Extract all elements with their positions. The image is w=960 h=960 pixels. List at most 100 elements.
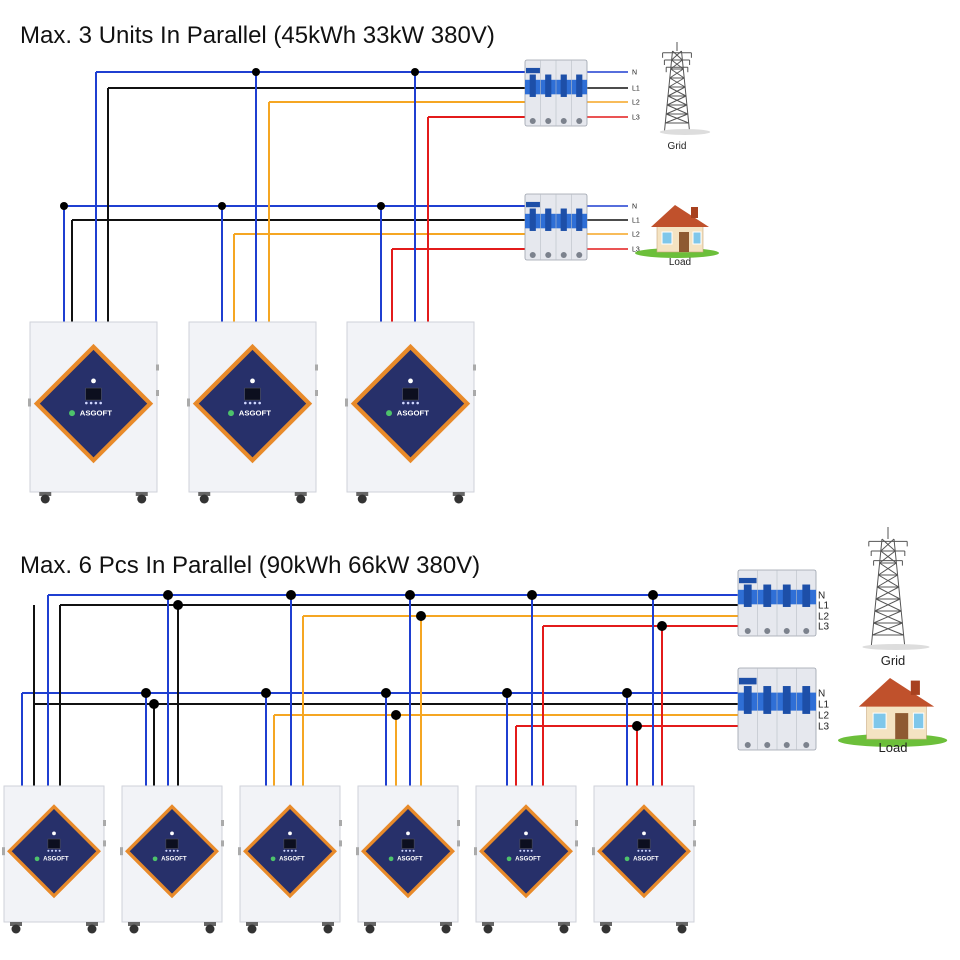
unit-brand-logo: ASGOFT [43,856,69,863]
unit-button [405,849,408,852]
breaker-terminal [529,118,536,124]
unit-display [283,838,297,849]
unit-button [526,849,529,852]
load-line-label: L2 [632,231,640,238]
unit-brand-leaf-icon [69,410,75,417]
junction-dot [286,590,296,600]
breaker-terminal [764,628,771,634]
unit-wheel [40,494,50,504]
tower-brace [876,574,898,588]
unit-button [294,849,297,852]
tower-brace [875,598,902,612]
breaker-logo [526,67,540,74]
unit-port [575,840,578,847]
unit-port [693,840,696,847]
unit-panel [198,349,307,458]
breaker-logo [526,201,540,208]
unit-button [89,401,93,405]
unit-button [253,401,257,405]
grid-label-bottom: Grid [881,653,906,668]
house-roof [651,205,709,227]
unit-handle [28,398,31,407]
breaker-toggle [802,584,811,607]
unit-wheel-mount [676,922,688,926]
unit-handle [592,847,595,856]
unit-button [637,849,640,852]
load-line-label: N [818,689,825,700]
unit-brand-logo: ASGOFT [397,856,423,863]
unit-wheel [129,924,139,934]
unit-display [519,838,533,849]
unit-port [457,840,460,847]
load-line-label: L2 [818,711,830,722]
house-roof [858,678,935,707]
unit-handle [345,398,348,407]
unit-brand-logo: ASGOFT [239,409,272,418]
junction-dots [60,68,667,731]
unit-button [99,401,102,405]
unit-wheel [296,494,306,504]
unit-brand-leaf-icon [624,856,630,862]
breaker-terminal [560,252,567,258]
unit-wheel-mount [204,922,216,926]
unit-button [51,849,54,852]
load-breaker-top [524,193,588,261]
unit-handle [474,847,477,856]
breaker-toggle [782,686,791,714]
unit-wheel-mount [322,922,334,926]
unit-button [165,849,168,852]
unit-port [473,390,476,396]
house-window [692,231,702,245]
unit-wheel [357,494,367,504]
unit-button [401,849,404,852]
junction-dot [60,202,68,210]
unit-button [519,849,522,852]
load-line-label: L1 [818,700,830,711]
unit-brand-logo: ASGOFT [161,856,187,863]
tower-brace [880,538,895,552]
unit-brand-leaf-icon [152,856,158,862]
junction-dot [163,590,173,600]
unit-brand-leaf-icon [228,410,234,417]
breaker-logo [739,577,757,584]
unit-top-1: ASGOFT [28,321,159,504]
unit-wheel-mount [440,922,452,926]
unit-button [402,401,405,405]
tower-brace [878,574,900,588]
breaker-terminal [576,118,583,124]
junction-dot [252,68,260,76]
tower-brace [666,104,688,115]
unit-wheel-mount [10,922,22,926]
unit-button [54,849,57,852]
unit-indicator-light [52,831,56,836]
unit-brand-logo: ASGOFT [515,856,541,863]
tower-leg [870,538,883,648]
unit-indicator-light [170,831,174,836]
tower-brace [874,598,901,612]
unit-display [637,838,651,849]
junction-dot [218,202,226,210]
grid-line-label: L3 [632,114,640,121]
house-window [872,712,887,730]
junction-dot [173,600,183,610]
unit-handle [120,847,123,856]
unit-bottom-2: ASGOFT [120,785,224,934]
junction-dot [632,721,642,731]
transmission-tower-icon [862,527,930,650]
breaker-terminal [783,628,790,634]
breaker-terminal [803,742,810,748]
tower-brace [880,550,897,564]
unit-button [644,849,647,852]
grid-label-top: Grid [668,141,687,152]
unit-bottom-1: ASGOFT [2,785,106,934]
unit-wheel-mount [294,492,307,496]
junction-dot [657,621,667,631]
unit-wheel-mount [128,922,140,926]
unit-button [641,849,644,852]
unit-button [58,849,61,852]
unit-button [523,849,526,852]
unit-display [85,387,102,401]
unit-port [221,820,224,826]
tower-brace [665,113,688,124]
tower-brace [666,95,687,106]
